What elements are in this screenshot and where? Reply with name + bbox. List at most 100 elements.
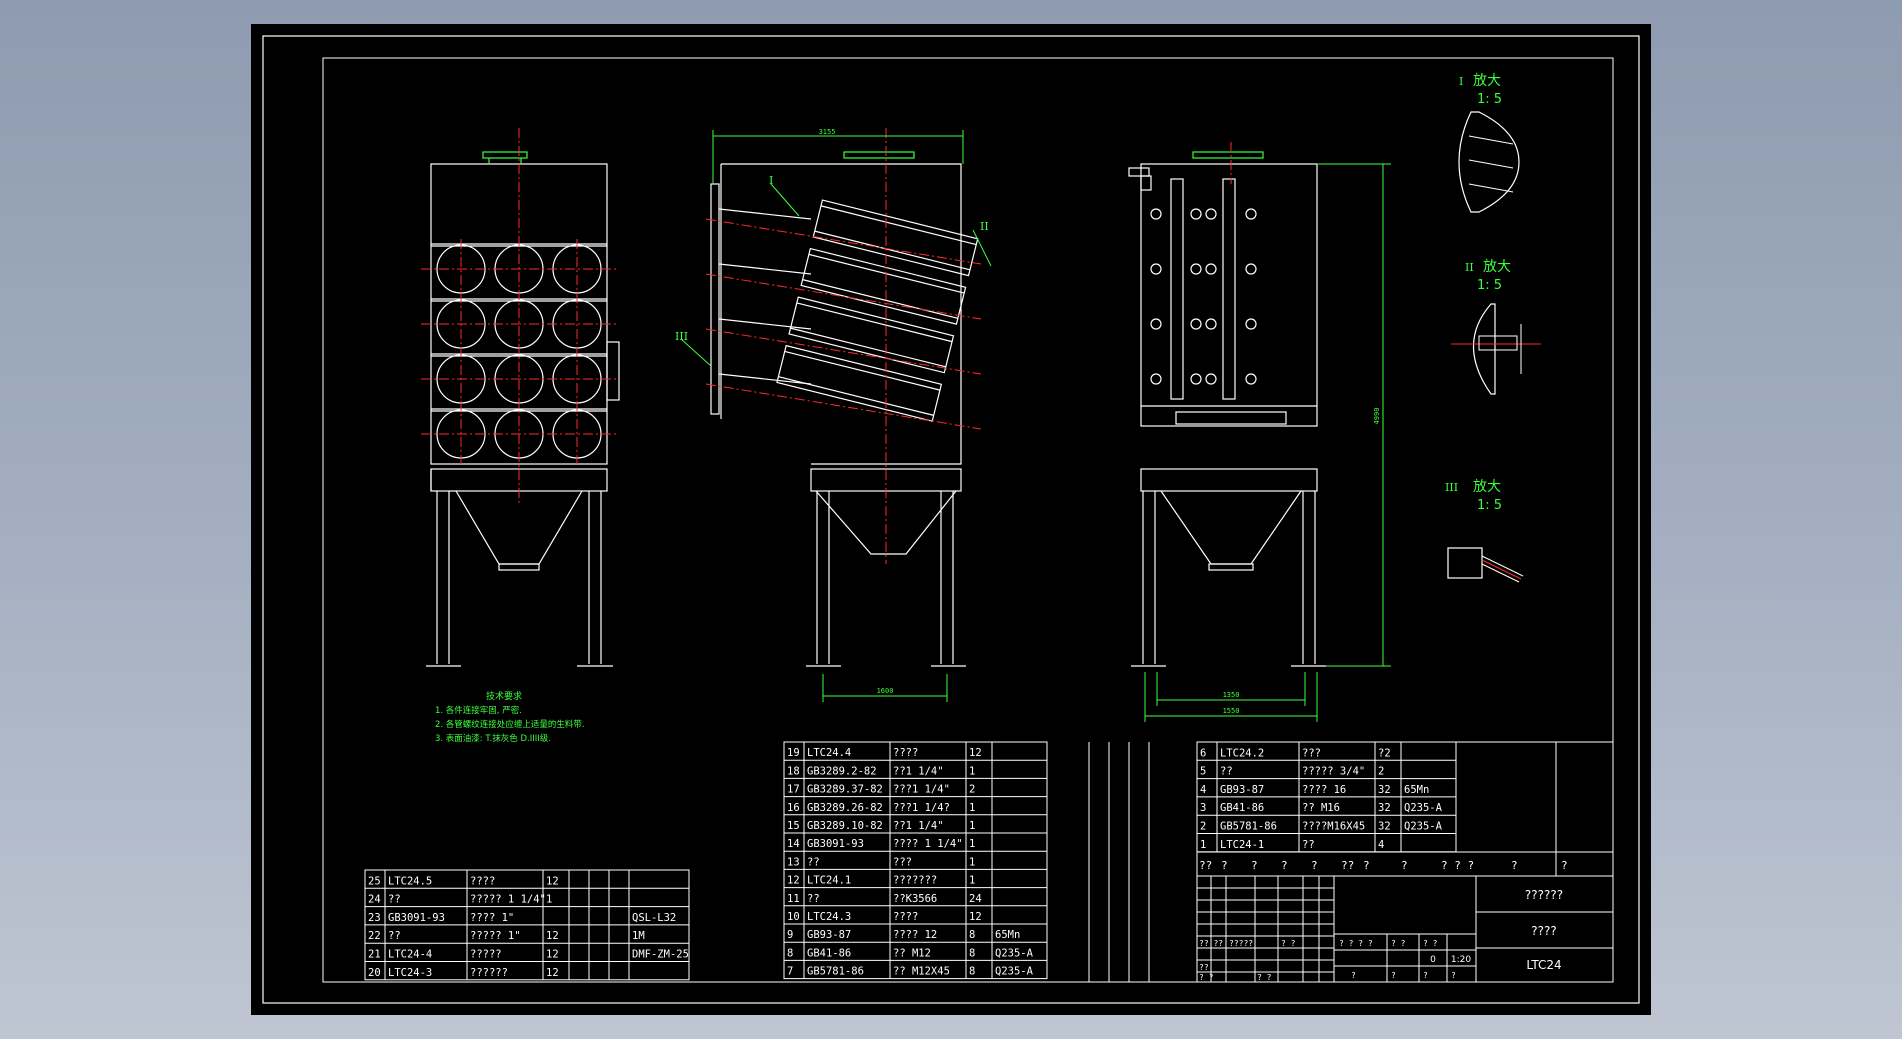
bom-left-cell: 24 [368, 894, 381, 906]
bom-mid-cell: GB3289.26-82 [807, 802, 883, 814]
bom-right-cell: LTC24-1 [1220, 839, 1264, 851]
detail-II-scale: 1: 5 [1477, 278, 1502, 293]
bom-mid-cell: 11 [787, 893, 800, 905]
title-block-subtitle: ???? [1531, 924, 1556, 938]
bom-right-cell: 32 [1378, 784, 1391, 796]
bom-mid-cell: ??K3566 [893, 893, 937, 905]
dim-outer-width: 1550 [1223, 707, 1240, 715]
bom-mid-cell: ???? [893, 747, 918, 759]
bom-right-cell: 4 [1378, 839, 1384, 851]
bom-left-cell: ????? 1 1/4" [470, 894, 546, 906]
bom-right-cell: Q235-A [1404, 821, 1443, 833]
bom-mid-cell: 8 [969, 929, 975, 941]
bom-mid-cell: 1 [969, 765, 975, 777]
cad-drawing: 3155 1600 I II III [262, 35, 1640, 1004]
rear-view [1128, 151, 1326, 667]
bom-mid-cell: LTC24.3 [807, 911, 851, 923]
bom-left-cell: ???? 1" [470, 912, 514, 924]
notes-line-2: 2. 各管螺纹连接处应缠上适量的生料带. [435, 719, 585, 730]
title-block-small-label: ? ? [1391, 939, 1406, 948]
bom-mid-cell: ?? M12X45 [893, 966, 950, 978]
dim-bottom-width-side: 1600 [877, 687, 894, 695]
bom-mid-cell: 18 [787, 765, 800, 777]
bom-mid-cell: ???1 1/4" [893, 784, 950, 796]
bom-right-cell: ?? [1302, 839, 1315, 851]
detail-I-label: 放大 [1473, 73, 1501, 89]
drawing-sheet: 3155 1600 I II III [251, 24, 1651, 1015]
bom-right-cell: 3 [1200, 802, 1206, 814]
bom-right-cell: 2 [1200, 821, 1206, 833]
bom-mid-cell: ??? [893, 856, 912, 868]
bom-mid-cell: GB41-86 [807, 947, 851, 959]
dim-height: 4990 [1373, 408, 1381, 425]
outer-frame [262, 35, 1640, 1004]
title-block-small-label: ? [1351, 971, 1356, 980]
bom-mid-cell: 12 [969, 911, 982, 923]
bom-mid-cell: 9 [787, 929, 793, 941]
title-block-small-label: ? ? [1281, 939, 1296, 948]
bom-header-cell: ? [1221, 859, 1228, 872]
bom-left-cell: ?? [388, 930, 401, 942]
title-block-small-label: ? ? ? ? [1339, 939, 1373, 948]
bom-mid-cell: Q235-A [995, 947, 1034, 959]
bom-mid-cell: 8 [969, 947, 975, 959]
title-block-sheet: 0 [1430, 955, 1436, 965]
bom-right-cell: ?? M16 [1302, 802, 1340, 814]
bom-header-cell: ? [1251, 859, 1258, 872]
bom-left-cell: ????? [470, 949, 502, 961]
bom-right-cell: 6 [1200, 747, 1206, 759]
callout-I: I [769, 174, 773, 187]
bom-header-cell: ? [1363, 859, 1370, 872]
bom-mid-cell: 12 [969, 747, 982, 759]
bom-mid-cell: ?? M12 [893, 947, 931, 959]
bom-left-cell: 12 [546, 875, 559, 887]
bom-left-cell: LTC24-4 [388, 949, 432, 961]
detail-II-label: 放大 [1483, 259, 1511, 275]
bom-left-cell: 12 [546, 949, 559, 961]
dim-inner-width: 1350 [1223, 691, 1240, 699]
detail-I-scale: 1: 5 [1477, 92, 1502, 107]
bom-mid-cell: ???? [893, 911, 918, 923]
bom-right-cell: 1 [1200, 839, 1206, 851]
bom-right-cell: 4 [1200, 784, 1206, 796]
bom-mid-cell: LTC24.1 [807, 875, 851, 887]
bom-mid-cell: ???? 1 1/4" [893, 838, 963, 850]
bom-right-cell: ??? [1302, 747, 1321, 759]
detail-III-label: 放大 [1473, 479, 1501, 495]
bom-header-cell: ? [1511, 859, 1518, 872]
bom-mid-cell: 1 [969, 856, 975, 868]
bom-right-cell: 5 [1200, 766, 1206, 778]
title-block-drawing-no: LTC24 [1526, 958, 1561, 972]
technical-notes: 技术要求 1. 各件连接牢固, 严密. 2. 各管螺纹连接处应缠上适量的生料带.… [435, 690, 585, 744]
title-block-small-label: ????? [1229, 939, 1253, 948]
bom-left-cell: 1M [632, 930, 645, 942]
title-block-scale: 1:20 [1451, 955, 1471, 965]
bom-mid-cell: 10 [787, 911, 800, 923]
title-block-small-label: ? ? [1423, 939, 1438, 948]
detail-III: III 放大 1: 5 [1445, 479, 1524, 583]
bom-left-cell: LTC24.5 [388, 875, 432, 887]
bom-mid-cell: 12 [787, 875, 800, 887]
title-block [1196, 875, 1614, 983]
title-block-small-label: ? [1451, 971, 1456, 980]
bom-mid-cell: LTC24.4 [807, 747, 851, 759]
side-view [710, 151, 979, 667]
bom-mid-cell: ???1 1/4? [893, 802, 950, 814]
bom-header-cell: ? [1561, 859, 1568, 872]
bom-left-cell: 22 [368, 930, 381, 942]
bom-header-cell: ? [1401, 859, 1408, 872]
inner-frame [322, 57, 1614, 983]
bom-mid-cell: 13 [787, 856, 800, 868]
bom-mid-cell: 17 [787, 784, 800, 796]
bom-right-cell: ?? [1220, 766, 1233, 778]
bom-mid-cell: 65Mn [995, 929, 1020, 941]
bom-left-cell: 21 [368, 949, 381, 961]
bom-right-cell: ?2 [1378, 747, 1391, 759]
bom-left-cell: DMF-ZM-25 [632, 949, 689, 961]
bom-mid-cell: Q235-A [995, 966, 1034, 978]
bom-mid-cell: 1 [969, 802, 975, 814]
title-block-small-label: ? ? [1257, 973, 1272, 982]
bom-left-cell: 25 [368, 875, 381, 887]
bom-mid-cell: 8 [969, 966, 975, 978]
